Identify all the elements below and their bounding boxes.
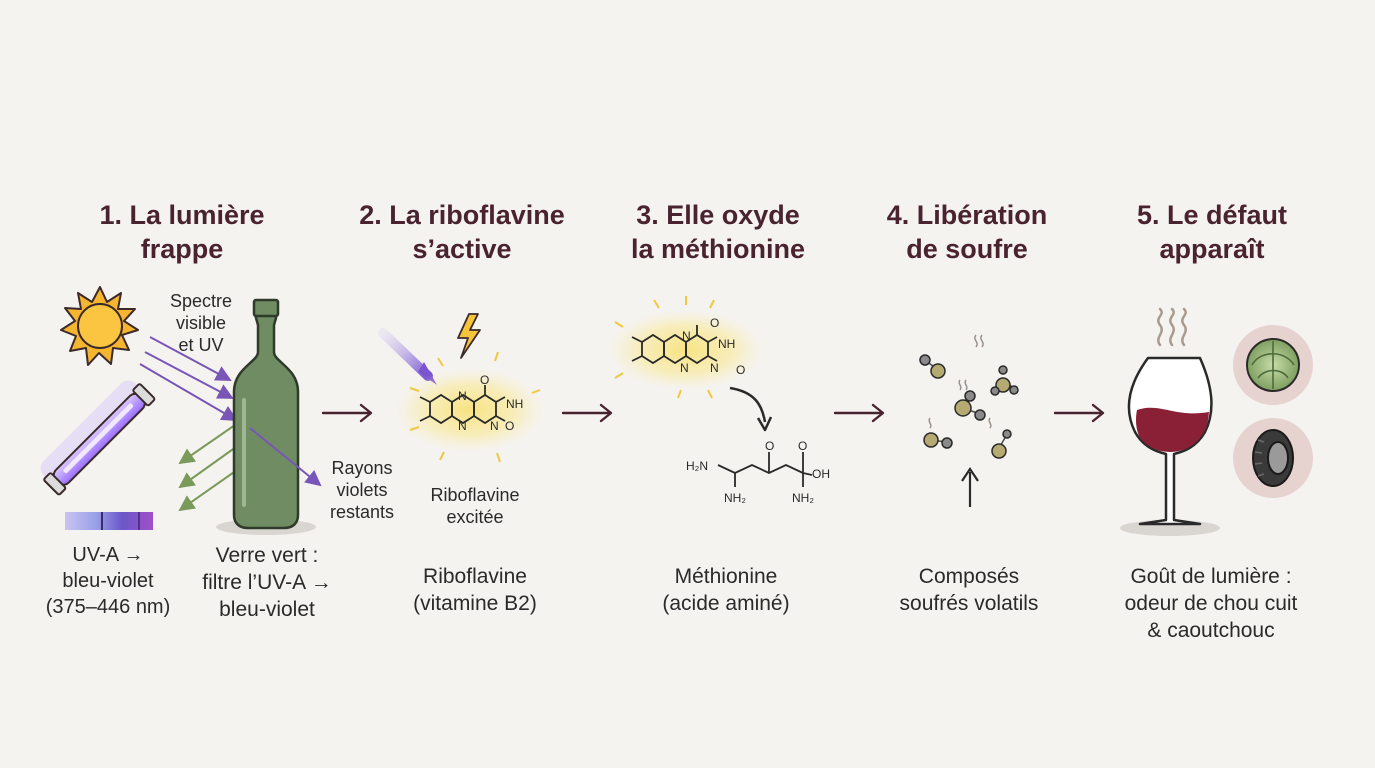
atom-label: NH₂ <box>792 491 814 505</box>
atom-label: NH <box>506 397 523 411</box>
step-5-caption: Goût de lumière : odeur de chou cuit & c… <box>1124 565 1298 642</box>
reflected-green-rays <box>178 424 238 512</box>
riboflavin-oxidizer-molecule: O NH N N N O <box>608 296 764 399</box>
step-1-title: 1. La lumière frappe <box>99 200 265 264</box>
uv-range-label: UV-A → bleu-violet (375–446 nm) <box>45 544 171 618</box>
cabbage-icon <box>1233 325 1313 405</box>
atom-label: NH <box>718 337 735 351</box>
spectrum-label: Spectre visible et UV <box>169 291 233 355</box>
step-4-caption: Composés soufrés volatils <box>899 565 1039 615</box>
excited-riboflavin-label: Riboflavine excitée <box>430 485 520 527</box>
flow-arrow <box>321 403 373 423</box>
atom-label: H₂N <box>686 459 708 473</box>
uv-lamp-icon <box>40 380 156 496</box>
atom-label: O <box>710 316 719 330</box>
atom-label: O <box>765 439 774 453</box>
step-2-title: 2. La riboflavine s’active <box>359 200 565 264</box>
step-1-caption: Verre vert : filtre l’UV-A → bleu-violet <box>202 544 332 621</box>
sun-icon <box>60 286 139 366</box>
spectrum-bar <box>65 512 153 530</box>
atom-label: N <box>682 329 691 343</box>
flow-arrow <box>1053 403 1105 423</box>
atom-label: NH₂ <box>724 491 746 505</box>
atom-label: N <box>490 419 499 433</box>
lightning-icon <box>457 313 481 359</box>
flow-arrow <box>561 403 613 423</box>
excited-riboflavin-molecule: O NH N N N O <box>395 351 545 463</box>
step-2-caption: Riboflavine (vitamine B2) <box>413 565 537 615</box>
sulfur-compounds-icon <box>919 334 1019 459</box>
step-3-caption: Méthionine (acide aminé) <box>662 565 790 615</box>
atom-label: O <box>505 419 514 433</box>
remaining-rays-label: Rayons violets restants <box>329 458 395 522</box>
flow-arrow <box>833 403 885 423</box>
wine-glass-icon <box>1120 307 1220 536</box>
atom-label: O <box>480 373 489 387</box>
step-3-title: 3. Elle oxyde la méthionine <box>630 200 806 264</box>
atom-label: N <box>680 361 689 375</box>
atom-label: O <box>736 363 745 377</box>
step-5-title: 5. Le défaut apparaît <box>1136 200 1288 264</box>
oxidation-arrow <box>729 386 767 423</box>
release-arrow-up <box>961 467 979 507</box>
atom-label: OH <box>812 467 830 481</box>
tire-icon <box>1233 418 1313 498</box>
atom-label: N <box>458 419 467 433</box>
methionine-molecule: H₂N O O OH NH₂ NH₂ <box>686 439 830 505</box>
step-4-title: 4. Libération de soufre <box>886 200 1048 264</box>
green-bottle-icon <box>216 298 316 535</box>
atom-label: N <box>710 361 719 375</box>
remaining-violet-ray <box>249 427 322 487</box>
incoming-light-rays <box>139 336 238 422</box>
atom-label: N <box>458 389 467 403</box>
atom-label: O <box>798 439 807 453</box>
